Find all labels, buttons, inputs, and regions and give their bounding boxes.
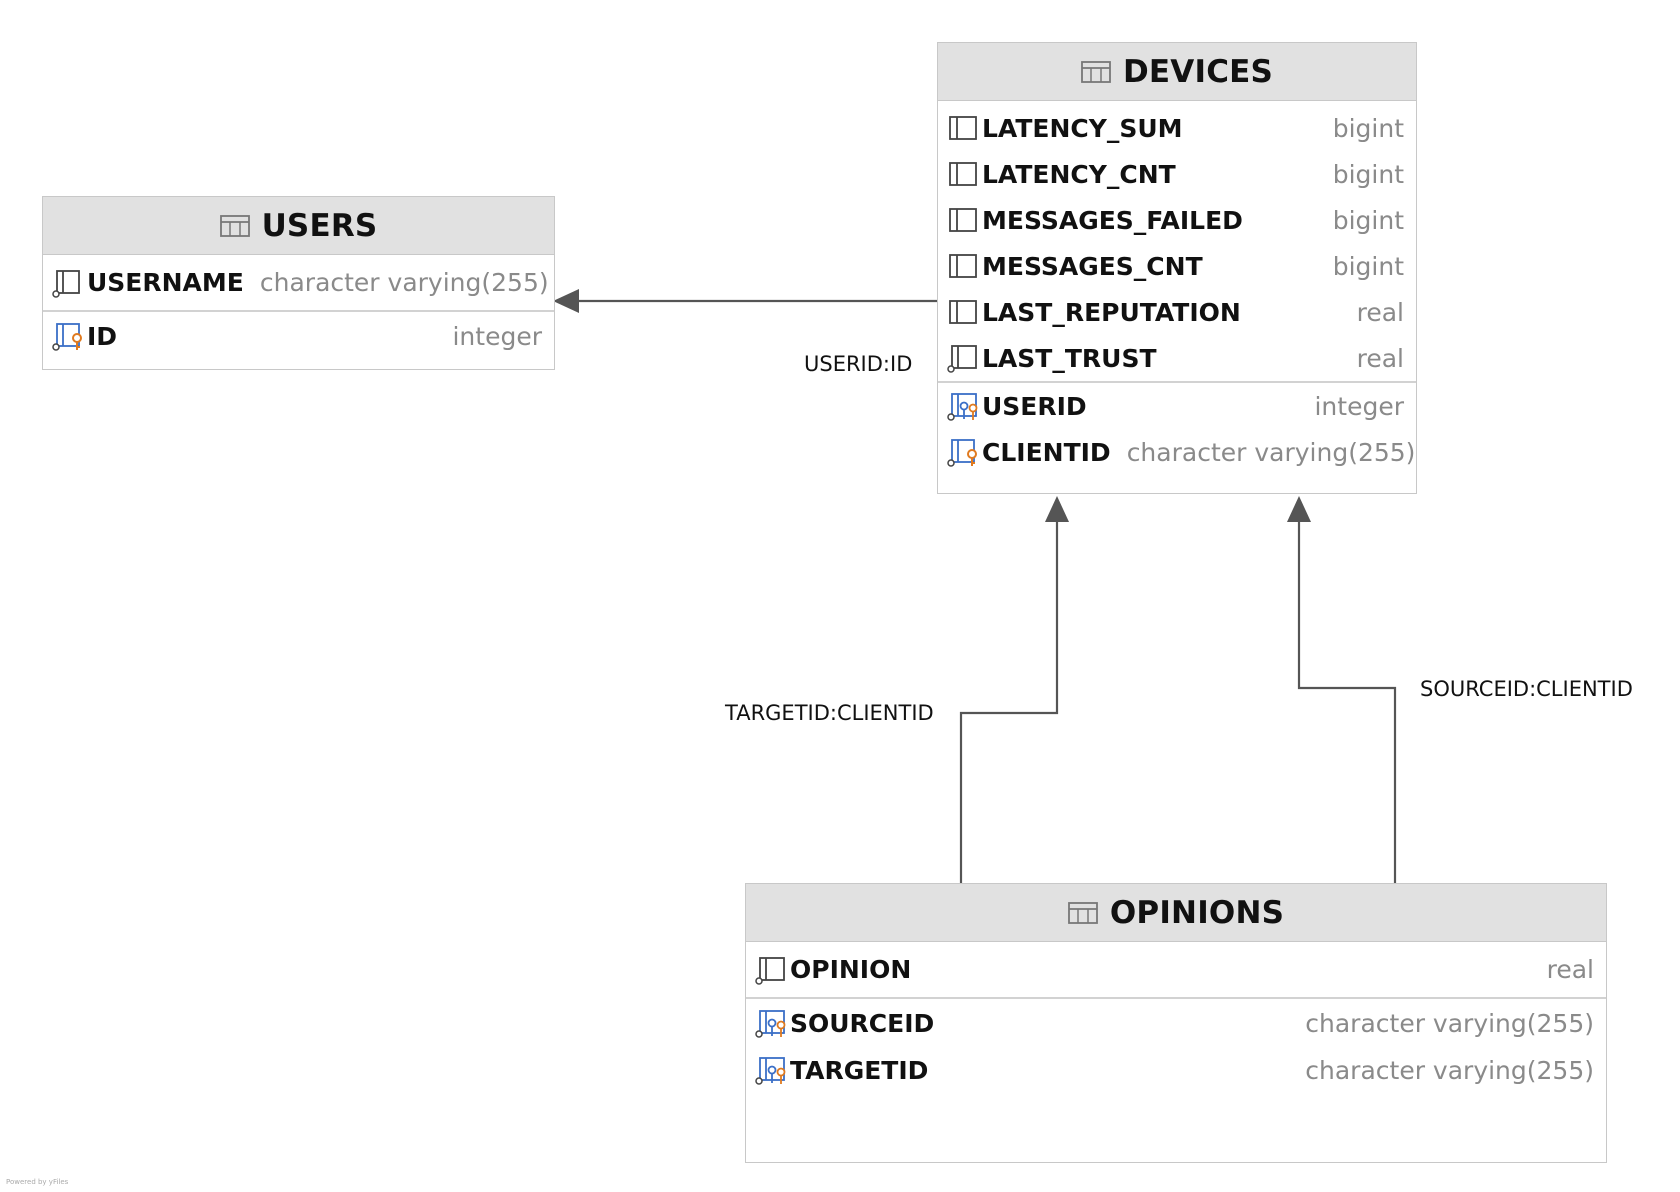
table-icon — [219, 214, 250, 237]
column-type: integer — [1314, 391, 1404, 421]
column-type: bigint — [1332, 251, 1404, 281]
column-type: character varying(255) — [259, 268, 549, 297]
column-name: MESSAGES_CNT — [982, 251, 1203, 281]
key-divider — [746, 997, 1606, 999]
column-name: USERID — [982, 391, 1087, 421]
column-type: bigint — [1332, 205, 1404, 235]
key-divider — [43, 310, 554, 312]
foreign-key-column-icon — [947, 393, 978, 421]
primary-key-column-icon — [947, 439, 977, 467]
column-row-latency-cnt[interactable]: LATENCY_CNT bigint — [938, 151, 1416, 197]
table-header-devices[interactable]: DEVICES — [938, 43, 1416, 101]
table-icon — [1081, 60, 1111, 83]
relation-label-userid-id: USERID:ID — [804, 352, 913, 376]
column-type: character varying(255) — [1305, 1055, 1594, 1085]
column-row-last-reputation[interactable]: LAST_REPUTATION real — [938, 289, 1416, 335]
column-name: OPINION — [790, 955, 912, 984]
column-name: TARGETID — [790, 1055, 929, 1085]
column-type: character varying(255) — [1126, 437, 1416, 467]
column-type: character varying(255) — [1305, 1008, 1594, 1038]
table-header-opinions[interactable]: OPINIONS — [746, 884, 1606, 942]
table-title-users: USERS — [261, 207, 378, 244]
column-row-clientid[interactable]: CLIENTID character varying(255) — [938, 429, 1416, 475]
column-name: LAST_TRUST — [982, 343, 1157, 373]
column-icon — [949, 254, 977, 278]
table-opinions[interactable]: OPINIONS OPINION real SOURCEID character… — [745, 883, 1607, 1163]
table-devices[interactable]: DEVICES LATENCY_SUM bigint LATENCY_CNT b… — [937, 42, 1417, 494]
powered-by-footer: Powered by yFiles — [6, 1178, 69, 1186]
foreign-key-column-icon — [755, 1010, 786, 1038]
column-icon — [947, 345, 977, 373]
column-name: LAST_REPUTATION — [982, 297, 1241, 327]
column-type: real — [1356, 297, 1404, 327]
arrowhead-devices-target — [1045, 496, 1069, 522]
column-icon — [949, 116, 977, 140]
table-title-devices: DEVICES — [1122, 53, 1274, 90]
relation-label-targetid-clientid: TARGETID:CLIENTID — [725, 701, 934, 725]
key-divider — [938, 381, 1416, 383]
column-icon — [949, 162, 977, 186]
column-row-username[interactable]: USERNAME character varying(255) — [43, 255, 554, 310]
table-users[interactable]: USERS USERNAME character varying(255) ID… — [42, 196, 555, 370]
table-icon — [1067, 901, 1098, 924]
column-row-targetid[interactable]: TARGETID character varying(255) — [746, 1047, 1606, 1093]
column-name: MESSAGES_FAILED — [982, 205, 1243, 235]
table-header-users[interactable]: USERS — [43, 197, 554, 255]
foreign-key-column-icon — [755, 1057, 786, 1085]
column-row-messages-cnt[interactable]: MESSAGES_CNT bigint — [938, 243, 1416, 289]
column-type: real — [1546, 955, 1594, 984]
table-title-opinions: OPINIONS — [1109, 894, 1285, 931]
arrowhead-devices-source — [1287, 496, 1311, 522]
relation-opinions-source[interactable] — [1297, 510, 1397, 883]
column-type: integer — [452, 321, 542, 351]
column-name: USERNAME — [87, 268, 244, 297]
column-name: ID — [87, 321, 118, 351]
column-row-id[interactable]: ID integer — [43, 312, 554, 360]
relation-opinions-target[interactable] — [959, 510, 1059, 883]
column-row-userid[interactable]: USERID integer — [938, 383, 1416, 429]
arrowhead-users — [553, 289, 579, 313]
primary-key-column-icon — [52, 323, 82, 351]
column-type: bigint — [1332, 159, 1404, 189]
column-name: LATENCY_CNT — [982, 159, 1176, 189]
relation-label-sourceid-clientid: SOURCEID:CLIENTID — [1420, 677, 1633, 701]
column-type: real — [1356, 343, 1404, 373]
column-row-sourceid[interactable]: SOURCEID character varying(255) — [746, 999, 1606, 1047]
column-icon — [949, 300, 977, 324]
column-name: SOURCEID — [790, 1008, 935, 1038]
column-name: LATENCY_SUM — [982, 113, 1183, 143]
column-row-messages-failed[interactable]: MESSAGES_FAILED bigint — [938, 197, 1416, 243]
column-name: CLIENTID — [982, 437, 1111, 467]
column-type: bigint — [1332, 113, 1404, 143]
column-row-last-trust[interactable]: LAST_TRUST real — [938, 335, 1416, 381]
column-row-latency-sum[interactable]: LATENCY_SUM bigint — [938, 105, 1416, 151]
column-icon — [755, 956, 785, 985]
column-row-opinion[interactable]: OPINION real — [746, 942, 1606, 997]
column-icon — [52, 269, 80, 298]
column-icon — [949, 208, 977, 232]
